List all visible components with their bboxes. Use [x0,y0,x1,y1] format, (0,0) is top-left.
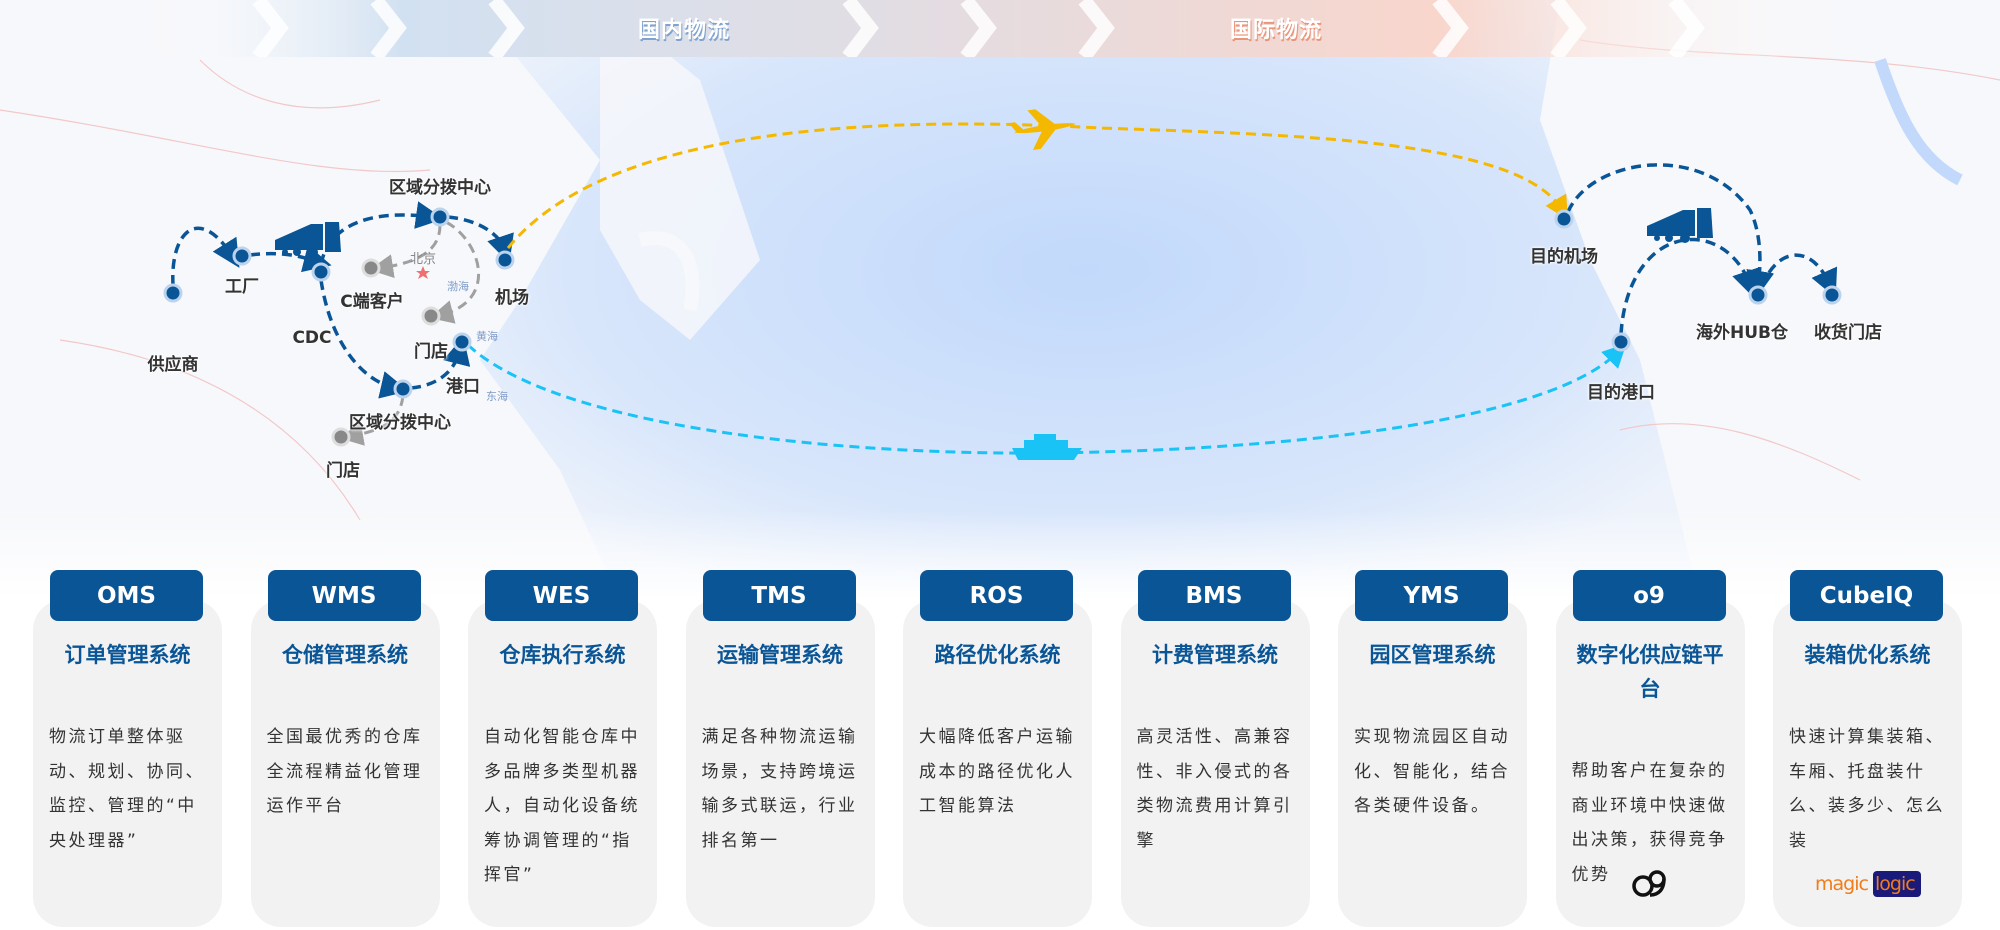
system-card[interactable] [903,600,1092,927]
bohai-label: 渤海 [447,280,469,293]
system-description: 帮助客户在复杂的商业环境中快速做出决策，获得竞争优势 [1571,761,1728,885]
svg-text:magic: magic [1815,873,1868,895]
system-description: 全国最优秀的仓库全流程精益化管理运作平台 [266,727,423,816]
international-logistics-label: 国际物流 [1230,18,1323,43]
secondary-routes [339,220,481,446]
system-code-badge: WMS [267,570,421,621]
system-card[interactable] [1773,600,1962,927]
system-title: 仓库执行系统 [499,643,626,667]
store-south-label: 门店 [326,461,360,481]
port-label: 港口 [446,377,480,397]
system-card[interactable] [1555,600,1745,927]
system-code-badge: WES [485,570,638,621]
domestic-routes [171,163,1838,399]
dest-airport-label: 目的机场 [1530,247,1598,267]
beijing-label: 北京 [409,252,437,267]
air-route [506,122,1569,249]
system-card[interactable] [1338,600,1527,927]
system-card[interactable] [250,600,440,927]
logistics-stage-banner [0,0,2000,57]
svg-text:logic: logic [1875,873,1915,895]
c-customer-label: C端客户 [340,292,404,312]
rdc-north-label: 区域分拨中心 [389,178,491,198]
factory-label: 工厂 [225,277,259,297]
system-description: 实现物流园区自动化、智能化，结合各类硬件设备。 [1354,727,1510,816]
truck-icon [1647,208,1713,243]
airport-label: 机场 [495,288,529,308]
system-title: 数字化供应链平台 [1576,643,1724,701]
system-description: 大幅降低客户运输成本的路径优化人工智能算法 [919,727,1075,816]
domestic-logistics-label: 国内物流 [638,18,731,43]
overseas-hub-label: 海外HUB仓 [1696,323,1788,343]
system-card[interactable] [1120,600,1310,927]
store-north-label: 门店 [414,342,448,362]
system-code-badge: BMS [1137,570,1291,621]
logistics-map [0,0,2000,600]
system-card[interactable] [468,600,657,927]
system-description: 物流订单整体驱动、规划、协同、监控、管理的“中央处理器” [49,727,205,851]
system-title: 计费管理系统 [1152,643,1278,667]
system-code-badge: TMS [702,570,856,621]
system-title: 装箱优化系统 [1804,643,1931,667]
cdc-label: CDC [292,328,332,348]
system-code-badge: CubeIQ [1790,570,1943,621]
system-code-badge: o9 [1572,570,1726,621]
system-card[interactable] [33,600,222,927]
rdc-south-label: 区域分拨中心 [349,413,451,433]
supplier-label: 供应商 [147,355,199,375]
dest-port-label: 目的港口 [1587,383,1655,403]
system-code-badge: YMS [1355,570,1508,621]
system-title: 订单管理系统 [64,643,191,667]
system-title: 路径优化系统 [934,643,1061,667]
system-title: 运输管理系统 [717,643,843,667]
east-sea-label: 东海 [486,390,508,403]
o9-logo [1556,868,1745,898]
system-description: 自动化智能仓库中多品牌多类型机器人，自动化设备统筹协调管理的“指挥官” [484,727,640,885]
route-nodes [163,207,1842,447]
truck-icon [275,222,341,257]
receiving-store-label: 收货门店 [1814,323,1882,343]
system-description: 高灵活性、高兼容性、非入侵式的各类物流费用计算引擎 [1136,727,1293,851]
system-card[interactable] [685,600,875,927]
system-code-badge: OMS [50,570,203,621]
system-code-badge: ROS [920,570,1073,621]
ship-icon [1012,434,1082,460]
airplane-icon [1008,109,1076,151]
beijing-star-icon [416,266,430,279]
system-description: 快速计算集装箱、车厢、托盘装什么、装多少、怎么装 [1789,727,1945,851]
system-title: 园区管理系统 [1369,643,1496,667]
system-title: 仓储管理系统 [282,643,408,667]
magiclogic-logo: magic logic [1773,868,1962,898]
yellow-sea-label: 黄海 [476,330,498,343]
system-description: 满足各种物流运输场景，支持跨境运输多式联运，行业排名第一 [701,727,858,851]
